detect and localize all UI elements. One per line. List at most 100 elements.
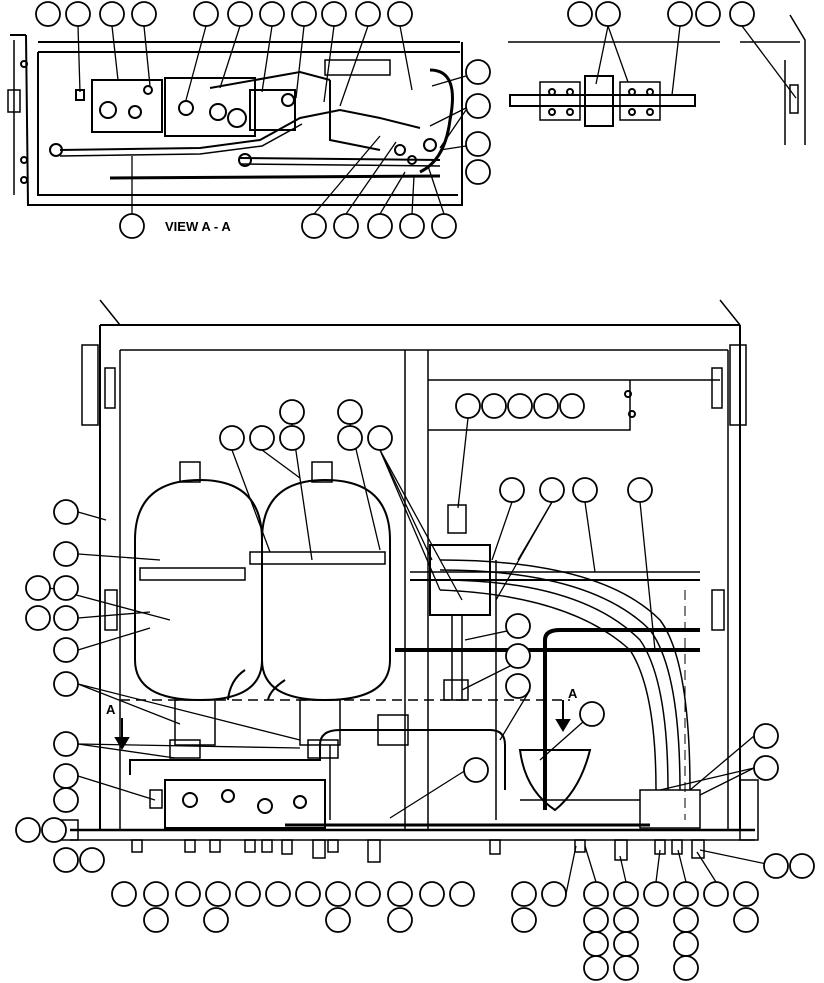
callout-balloon — [279, 425, 305, 451]
view-a-a-inset — [7, 34, 463, 206]
leader-line — [77, 683, 301, 741]
callout-balloon — [695, 1, 721, 27]
callout-balloon — [703, 881, 729, 907]
leader-line — [639, 501, 656, 651]
callout-balloon — [505, 613, 531, 639]
callout-balloon — [613, 881, 639, 907]
callout-balloon — [301, 213, 327, 239]
callout-balloon — [533, 393, 559, 419]
callout-balloon — [35, 1, 61, 27]
callout-balloon — [279, 399, 305, 425]
callout-balloon — [733, 907, 759, 933]
callout-balloon — [131, 1, 157, 27]
callout-balloon — [583, 955, 609, 981]
leader-lines — [49, 25, 797, 895]
leader-line — [699, 849, 777, 867]
callout-balloon — [505, 673, 531, 699]
leader-line — [655, 849, 661, 883]
callout-balloon — [53, 541, 79, 567]
main-assembly-view — [59, 299, 759, 863]
leader-line — [77, 25, 81, 93]
section-marker-right: A — [568, 686, 578, 701]
leader-line — [379, 449, 433, 561]
leader-line — [427, 165, 445, 215]
callout-balloon — [175, 881, 201, 907]
callout-balloon — [367, 213, 393, 239]
leader-line — [345, 141, 397, 215]
leader-line — [379, 449, 463, 601]
callout-balloon — [337, 399, 363, 425]
callout-balloon — [455, 393, 481, 419]
callout-balloon — [507, 393, 533, 419]
leader-line — [595, 25, 609, 85]
leader-line — [323, 25, 335, 103]
callout-balloon — [355, 1, 381, 27]
leader-line — [261, 449, 301, 479]
leader-line — [77, 743, 301, 749]
view-label: VIEW A - A — [165, 219, 231, 234]
leader-line — [77, 743, 176, 759]
leader-line — [261, 25, 273, 93]
callout-balloon — [219, 425, 245, 451]
leader-line — [741, 25, 797, 99]
leader-line — [491, 501, 513, 561]
leader-line — [439, 145, 467, 151]
callout-balloon — [733, 881, 759, 907]
leader-line — [339, 25, 369, 107]
leader-line — [77, 627, 151, 651]
leader-line — [379, 449, 441, 591]
callout-balloon — [387, 1, 413, 27]
callout-balloon — [99, 1, 125, 27]
callout-balloon — [583, 881, 609, 907]
callout-balloon — [295, 881, 321, 907]
callout-balloon — [583, 907, 609, 933]
callout-balloon — [753, 723, 779, 749]
callout-balloon — [465, 131, 491, 157]
callout-balloon — [367, 425, 393, 451]
callout-balloon — [505, 643, 531, 669]
leader-line — [313, 135, 381, 215]
callout-balloon — [249, 425, 275, 451]
callout-balloon — [53, 637, 79, 663]
callout-balloon — [15, 817, 41, 843]
callout-balloon — [595, 1, 621, 27]
callout-balloon — [673, 881, 699, 907]
leader-line — [671, 25, 681, 96]
callout-balloon — [53, 499, 79, 525]
callout-balloon — [753, 755, 779, 781]
callout-balloon — [673, 931, 699, 957]
leader-line — [457, 417, 469, 509]
callout-balloon — [321, 1, 347, 27]
callout-balloon — [53, 763, 79, 789]
leader-line — [429, 107, 467, 127]
leader-line — [231, 449, 271, 553]
leader-line — [77, 511, 107, 521]
callout-balloon — [227, 1, 253, 27]
leader-line — [689, 735, 755, 791]
callout-balloon — [499, 477, 525, 503]
leader-line — [565, 845, 577, 895]
leader-line — [143, 25, 151, 87]
callout-balloon — [203, 907, 229, 933]
callout-balloon — [567, 1, 593, 27]
callout-balloon — [79, 847, 105, 873]
leader-line — [439, 109, 467, 149]
callout-balloon — [511, 907, 537, 933]
leader-line — [584, 501, 596, 573]
callout-balloon — [763, 853, 789, 879]
callout-balloon — [789, 853, 815, 879]
callout-balloon — [53, 731, 79, 757]
callout-balloons — [15, 1, 815, 981]
callout-balloon — [53, 575, 79, 601]
callout-balloon — [65, 1, 91, 27]
callout-balloon — [355, 881, 381, 907]
callout-balloon — [399, 213, 425, 239]
leader-line — [411, 175, 415, 215]
callout-balloon — [673, 955, 699, 981]
leader-line — [219, 25, 241, 89]
callout-balloon — [583, 931, 609, 957]
leader-line — [77, 611, 151, 619]
callout-balloon — [387, 907, 413, 933]
callout-balloon — [449, 881, 475, 907]
